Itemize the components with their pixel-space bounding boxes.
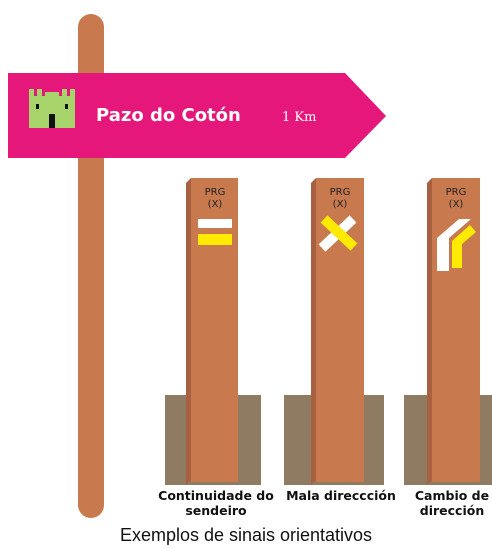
castle-icon (29, 89, 75, 128)
post-sub: (X) (333, 199, 348, 210)
yellow-cross-bar (320, 215, 358, 251)
sign-distance: 1 Km (282, 110, 316, 125)
white-turn-arrow (437, 219, 471, 271)
sign-place-name: Pazo do Cotón (96, 105, 241, 126)
post-label-turn: Cambio de dirección (412, 488, 492, 518)
label-line: sendeiro (185, 503, 247, 518)
post-label-continuity: Continuidade do sendeiro (150, 488, 282, 518)
label-line: Cambio de (414, 488, 490, 503)
marker-post-wrong-way: PRG (X) (284, 178, 384, 485)
white-stripe (198, 219, 232, 228)
wooden-post (191, 178, 238, 482)
yellow-stripe (198, 234, 232, 245)
caption: Exemplos de sinais orientativos (119, 525, 373, 545)
label-line: dirección (419, 503, 485, 518)
direction-sign-arrow (8, 73, 386, 158)
label-line: Continuidade do (158, 488, 274, 503)
post-label-wrong-way: Mala direccción (282, 488, 400, 503)
post-sub: (X) (449, 199, 464, 210)
label-line: Mala direccción (286, 488, 396, 503)
yellow-turn-arrow (452, 225, 476, 268)
post-code: PRG (446, 187, 467, 198)
marker-post-continuity: PRG (X) (165, 178, 261, 485)
post-code: PRG (330, 187, 351, 198)
direction-sign[interactable]: Pazo do Cotón 1 Km (8, 73, 386, 158)
post-code: PRG (205, 187, 226, 198)
post-sub: (X) (208, 199, 223, 210)
marker-post-turn: PRG (X) (404, 178, 492, 485)
